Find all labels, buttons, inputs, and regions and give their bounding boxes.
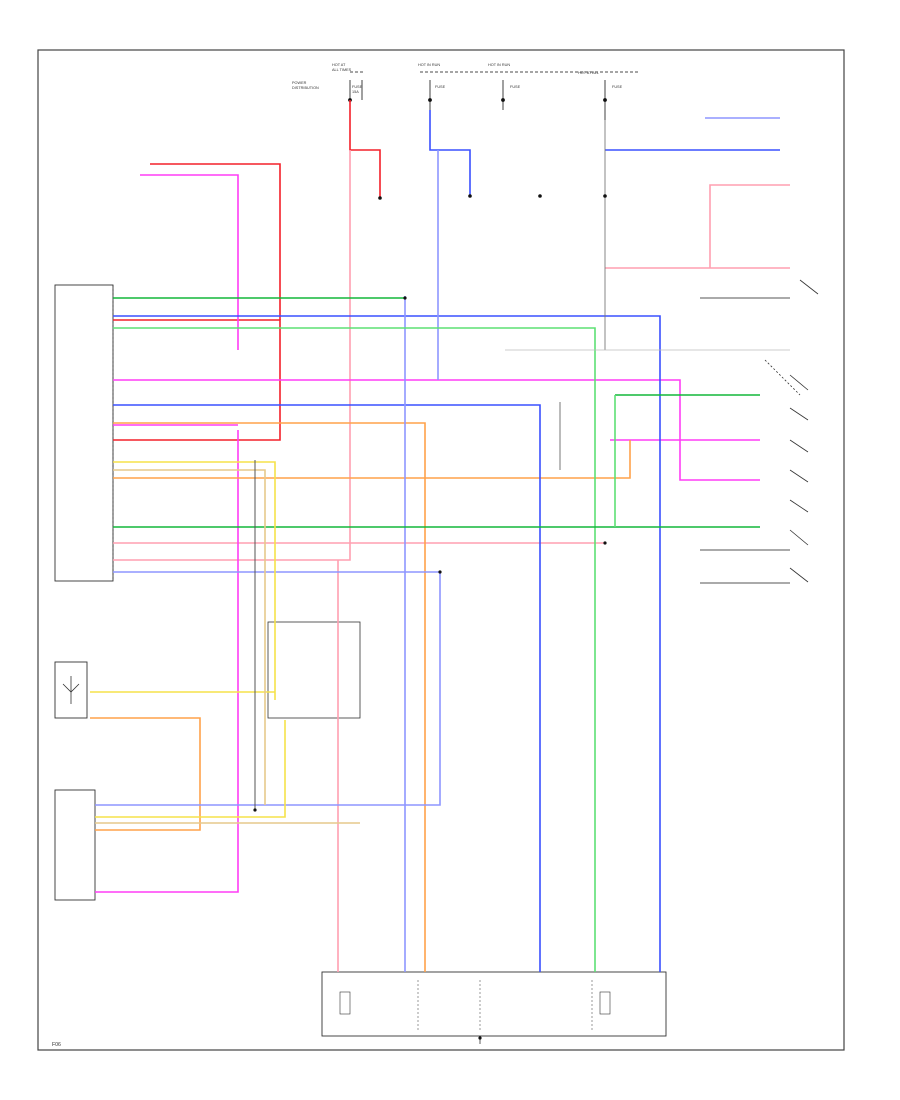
wire-blue-top [113, 315, 661, 972]
wire-magenta-top [140, 174, 239, 350]
wire-orange [113, 422, 426, 972]
wire-magenta-long [113, 379, 760, 481]
diagram-frame [37, 49, 845, 1051]
transmission-range-switch [764, 279, 819, 583]
wire-orange-2 [113, 440, 631, 479]
svg-text:HOT IN RUN: HOT IN RUN [418, 63, 440, 67]
svg-text:HOT IN RUN: HOT IN RUN [488, 63, 510, 67]
wire-red-down [113, 150, 351, 561]
wire-green-mid [113, 327, 596, 972]
wire-blue-bot [95, 571, 441, 806]
wire-tan-1 [113, 469, 266, 805]
svg-text:HOT AT: HOT AT [332, 63, 346, 67]
transmission-solenoid-assembly [321, 971, 667, 1044]
throttle-position-sensor [54, 661, 88, 719]
wire-yellow-pcm [95, 720, 286, 818]
fuse-labels: HOT AT ALL TIMES HOT IN RUN HOT IN RUN H… [292, 63, 623, 94]
svg-text:FUSE: FUSE [510, 85, 521, 89]
fuse-panel [348, 71, 640, 120]
svg-text:15A: 15A [352, 90, 359, 94]
svg-text:FUSE: FUSE [435, 85, 446, 89]
wire-blue-mid [113, 404, 541, 972]
svg-text:HOT AT ALL: HOT AT ALL [578, 71, 599, 75]
wire-orange-tps [90, 717, 201, 831]
powertrain-control-module [54, 789, 96, 901]
wire-pink-rise [709, 184, 790, 268]
junction-dots [253, 194, 607, 812]
svg-text:DISTRIBUTION: DISTRIBUTION [292, 86, 319, 90]
wire-blue-fuse [429, 110, 471, 196]
wire-red-top [150, 163, 281, 320]
speed-sensor-box [267, 621, 361, 719]
wire-magenta-pcm [95, 430, 239, 893]
transmission-control-module [54, 284, 114, 582]
wire-yellow-1 [113, 461, 276, 700]
reference-code: F06 [52, 1042, 61, 1048]
wires [90, 100, 790, 972]
svg-text:FUSE: FUSE [352, 85, 363, 89]
wire-red-fuse [349, 100, 381, 198]
svg-text:FUSE: FUSE [612, 85, 623, 89]
svg-text:ALL TIMES: ALL TIMES [332, 68, 352, 72]
svg-text:POWER: POWER [292, 81, 307, 85]
